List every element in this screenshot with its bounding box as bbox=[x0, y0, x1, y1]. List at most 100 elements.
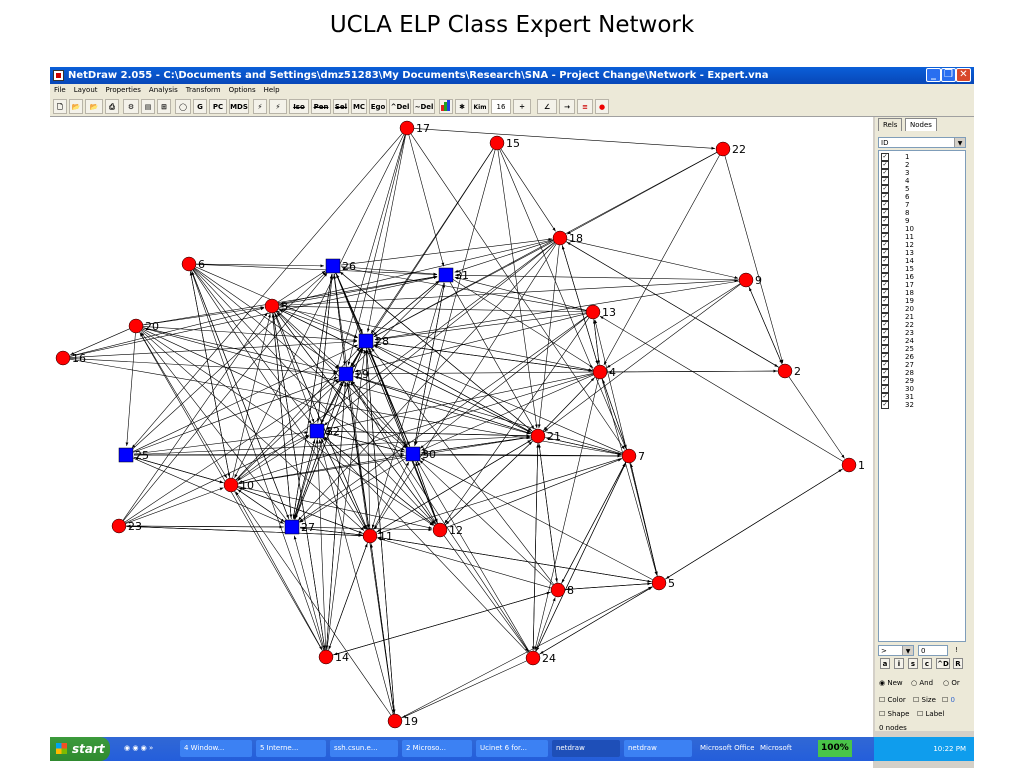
checkbox-checked-icon[interactable]: ✓ bbox=[881, 177, 889, 185]
taskbar-ssh[interactable]: ssh.csun.e... bbox=[330, 740, 398, 757]
pen-button[interactable]: Pen bbox=[311, 99, 331, 114]
checkbox-checked-icon[interactable]: ✓ bbox=[881, 329, 889, 337]
node-3[interactable] bbox=[264, 298, 280, 314]
check-shape[interactable]: ☐ Shape bbox=[879, 710, 910, 718]
node-11[interactable] bbox=[362, 528, 378, 544]
window-titlebar[interactable]: NetDraw 2.055 - C:\Documents and Setting… bbox=[50, 67, 974, 84]
threshold-field[interactable]: 0 bbox=[918, 645, 948, 656]
node-check-item[interactable]: ✓32 bbox=[881, 401, 914, 409]
node-check-item[interactable]: ✓20 bbox=[881, 305, 914, 313]
checkbox-checked-icon[interactable]: ✓ bbox=[881, 345, 889, 353]
checkbox-checked-icon[interactable]: ✓ bbox=[881, 201, 889, 209]
checkbox-checked-icon[interactable]: ✓ bbox=[881, 289, 889, 297]
node-25[interactable] bbox=[118, 447, 134, 463]
checkbox-checked-icon[interactable]: ✓ bbox=[881, 161, 889, 169]
checkbox-checked-icon[interactable]: ✓ bbox=[881, 217, 889, 225]
arrow-icon[interactable]: → bbox=[559, 99, 575, 114]
checkbox-checked-icon[interactable]: ✓ bbox=[881, 273, 889, 281]
node-check-item[interactable]: ✓5 bbox=[881, 185, 909, 193]
open-folder-icon[interactable]: 📂 bbox=[69, 99, 83, 114]
node-check-item[interactable]: ✓16 bbox=[881, 273, 914, 281]
taskbar-netdraw-active[interactable]: netdraw bbox=[552, 740, 620, 757]
start-button[interactable]: start bbox=[50, 737, 110, 761]
node-check-item[interactable]: ✓22 bbox=[881, 321, 914, 329]
radio-new[interactable]: ◉ New bbox=[879, 679, 903, 687]
check-size[interactable]: ☐ Size bbox=[913, 696, 936, 704]
del2-button[interactable]: ~Del bbox=[413, 99, 435, 114]
node-21[interactable] bbox=[530, 428, 546, 444]
checkbox-checked-icon[interactable]: ✓ bbox=[881, 193, 889, 201]
node-check-item[interactable]: ✓3 bbox=[881, 169, 909, 177]
checkbox-checked-icon[interactable]: ✓ bbox=[881, 241, 889, 249]
node-check-item[interactable]: ✓30 bbox=[881, 385, 914, 393]
node-8[interactable] bbox=[550, 582, 566, 598]
checkbox-checked-icon[interactable]: ✓ bbox=[881, 353, 889, 361]
checkbox-checked-icon[interactable]: ✓ bbox=[881, 257, 889, 265]
node-check-item[interactable]: ✓11 bbox=[881, 233, 914, 241]
button-a[interactable]: a bbox=[880, 658, 890, 669]
taskbar-microsoft[interactable]: 2 Microso... bbox=[402, 740, 472, 757]
minimize-button[interactable]: _ bbox=[926, 68, 941, 82]
color-bars-icon[interactable] bbox=[439, 99, 453, 114]
button-del[interactable]: ^D bbox=[936, 658, 950, 669]
close-button[interactable]: ✕ bbox=[956, 68, 971, 82]
node-color-icon[interactable]: ✱ bbox=[455, 99, 469, 114]
checkbox-checked-icon[interactable]: ✓ bbox=[881, 377, 889, 385]
node-check-item[interactable]: ✓8 bbox=[881, 209, 909, 217]
node-check-item[interactable]: ✓21 bbox=[881, 313, 914, 321]
node-19[interactable] bbox=[387, 713, 403, 729]
node-32[interactable] bbox=[309, 423, 325, 439]
node-check-item[interactable]: ✓14 bbox=[881, 257, 914, 265]
checkbox-checked-icon[interactable]: ✓ bbox=[881, 337, 889, 345]
line-style-icon[interactable]: ∠ bbox=[537, 99, 557, 114]
checkbox-checked-icon[interactable]: ✓ bbox=[881, 369, 889, 377]
menu-properties[interactable]: Properties bbox=[105, 86, 141, 94]
node-15[interactable] bbox=[489, 135, 505, 151]
operator-chevron-icon[interactable]: ▼ bbox=[902, 646, 913, 655]
checkbox-checked-icon[interactable]: ✓ bbox=[881, 393, 889, 401]
node-1[interactable] bbox=[841, 457, 857, 473]
node-29[interactable] bbox=[338, 366, 354, 382]
node-6[interactable] bbox=[181, 256, 197, 272]
node-17[interactable] bbox=[399, 120, 415, 136]
report-icon[interactable]: ▤ bbox=[141, 99, 155, 114]
menu-file[interactable]: File bbox=[54, 86, 66, 94]
node-checklist[interactable]: ✓1✓2✓3✓4✓5✓6✓7✓8✓9✓10✓11✓12✓13✓14✓15✓16✓… bbox=[878, 150, 966, 642]
checkbox-checked-icon[interactable]: ✓ bbox=[881, 265, 889, 273]
node-check-item[interactable]: ✓9 bbox=[881, 217, 909, 225]
layout-icon[interactable]: ⚙ bbox=[123, 99, 139, 114]
node-20[interactable] bbox=[128, 318, 144, 334]
button-i[interactable]: i bbox=[894, 658, 904, 669]
node-16[interactable] bbox=[55, 350, 71, 366]
node-check-item[interactable]: ✓6 bbox=[881, 193, 909, 201]
radio-and[interactable]: ○ And bbox=[911, 679, 934, 687]
node-4[interactable] bbox=[592, 364, 608, 380]
checkbox-checked-icon[interactable]: ✓ bbox=[881, 305, 889, 313]
node-check-item[interactable]: ✓12 bbox=[881, 241, 914, 249]
netdraw-app-icon[interactable] bbox=[53, 70, 64, 81]
chevron-down-icon[interactable]: ▼ bbox=[954, 138, 965, 147]
checkbox-checked-icon[interactable]: ✓ bbox=[881, 281, 889, 289]
radio-or[interactable]: ○ Or bbox=[943, 679, 960, 687]
menu-layout[interactable]: Layout bbox=[73, 86, 98, 94]
node-check-item[interactable]: ✓19 bbox=[881, 297, 914, 305]
node-check-item[interactable]: ✓13 bbox=[881, 249, 914, 257]
node-18[interactable] bbox=[552, 230, 568, 246]
kim-button[interactable]: Kim bbox=[471, 99, 489, 114]
node-7[interactable] bbox=[621, 448, 637, 464]
open-data-icon[interactable]: 📂 bbox=[85, 99, 103, 114]
taskbar-ucinet[interactable]: Ucinet 6 for... bbox=[476, 740, 548, 757]
menu-help[interactable]: Help bbox=[263, 86, 280, 94]
check-label[interactable]: ☐ Label bbox=[917, 710, 945, 718]
node-check-item[interactable]: ✓28 bbox=[881, 369, 914, 377]
attribute-select[interactable]: ID ▼ bbox=[878, 137, 966, 148]
taskbar-office-toolbar[interactable]: Microsoft Office bbox=[700, 744, 754, 752]
lightning-dropdown-icon[interactable]: ⚡ bbox=[269, 99, 287, 114]
node-26[interactable] bbox=[325, 258, 341, 274]
checkbox-checked-icon[interactable]: ✓ bbox=[881, 185, 889, 193]
checkbox-checked-icon[interactable]: ✓ bbox=[881, 169, 889, 177]
threshold-bar-label[interactable]: ! bbox=[955, 646, 958, 654]
node-5[interactable] bbox=[651, 575, 667, 591]
grid-icon[interactable]: ⊞ bbox=[157, 99, 171, 114]
